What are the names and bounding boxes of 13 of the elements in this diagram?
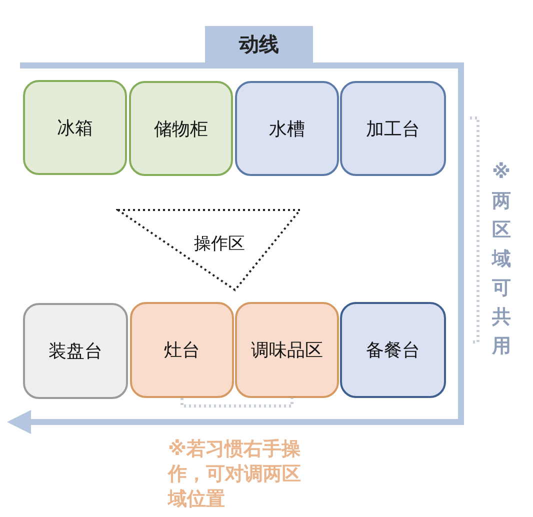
area-box: 冰箱 — [23, 80, 127, 175]
area-box: 备餐台 — [340, 302, 446, 398]
title-tab: 动线 — [205, 26, 313, 63]
area-box: 灶台 — [130, 302, 234, 398]
note-text: ※若习惯右手操作，可对调两区域位置 — [168, 437, 302, 512]
area-box: 加工台 — [340, 81, 446, 176]
zone-label: 操作区 — [194, 233, 246, 255]
area-box: 装盘台 — [23, 303, 128, 399]
area-box: 储物柜 — [129, 81, 233, 176]
zone-triangle — [116, 208, 302, 292]
area-box: 水槽 — [235, 81, 339, 176]
area-box: 调味品区 — [235, 302, 339, 398]
note-text: ※两区域可共用 — [492, 160, 512, 359]
